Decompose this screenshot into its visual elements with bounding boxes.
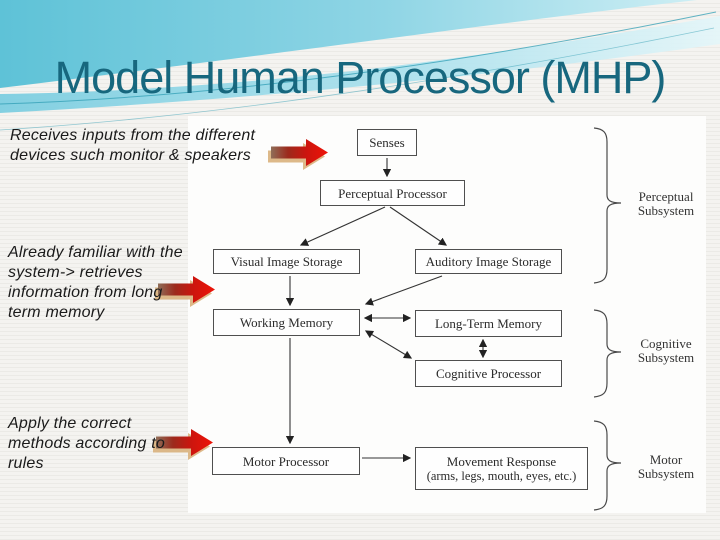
annotation-line: Already familiar with the — [8, 244, 183, 261]
box-motor-processor: Motor Processor — [212, 447, 360, 475]
box-label: Senses — [369, 135, 405, 150]
label-line: Subsystem — [637, 202, 695, 218]
box-movement-response: Movement Response (arms, legs, mouth, ey… — [415, 447, 588, 490]
box-perceptual-processor: Perceptual Processor — [320, 180, 465, 206]
box-label: Movement Response — [446, 453, 557, 469]
box-label: Long-Term Memory — [434, 316, 543, 331]
banner-wave-graphic — [0, 0, 720, 131]
annotation-line: Receives inputs from the different — [10, 127, 256, 144]
box-working-memory: Working Memory — [213, 309, 360, 336]
label-line: Perceptual — [638, 189, 694, 204]
annotation-line: term memory — [8, 304, 105, 321]
annotation-line: information from long — [8, 284, 163, 301]
box-long-term-memory: Long-Term Memory — [415, 310, 562, 337]
box-label: Motor Processor — [242, 453, 330, 469]
annotation-line: devices such monitor & speakers — [10, 147, 251, 164]
box-auditory-image-storage: Auditory Image Storage — [415, 249, 562, 274]
box-label: Cognitive Processor — [435, 366, 542, 381]
label-cognitive-subsystem: Cognitive Subsystem — [628, 337, 704, 364]
annotation-inputs: Receives inputs from the different devic… — [10, 126, 278, 166]
box-visual-image-storage: Visual Image Storage — [213, 249, 360, 274]
box-label: Auditory Image Storage — [425, 254, 552, 269]
slide-title: Model Human Processor (MHP) — [54, 52, 667, 103]
annotation-long-term-memory: Already familiar with the system-> retri… — [8, 243, 218, 323]
annotation-line: methods according to — [8, 435, 165, 452]
annotation-apply-methods: Apply the correct methods according to r… — [8, 414, 223, 474]
label-perceptual-subsystem: Perceptual Subsystem — [628, 190, 704, 217]
box-label: Working Memory — [239, 315, 334, 330]
box-label: Visual Image Storage — [230, 254, 343, 269]
label-line: Subsystem — [637, 465, 695, 481]
box-label: Perceptual Processor — [338, 185, 447, 201]
annotation-line: Apply the correct — [8, 415, 132, 432]
box-sublabel: (arms, legs, mouth, eyes, etc.) — [426, 468, 577, 483]
annotation-line: rules — [8, 455, 44, 472]
label-line: Motor — [649, 452, 683, 467]
label-line: Subsystem — [637, 349, 695, 365]
label-line: Cognitive — [640, 336, 692, 351]
box-senses: Senses — [357, 129, 417, 156]
annotation-line: system-> retrieves — [8, 264, 143, 281]
label-motor-subsystem: Motor Subsystem — [628, 453, 704, 480]
box-cognitive-processor: Cognitive Processor — [415, 360, 562, 387]
